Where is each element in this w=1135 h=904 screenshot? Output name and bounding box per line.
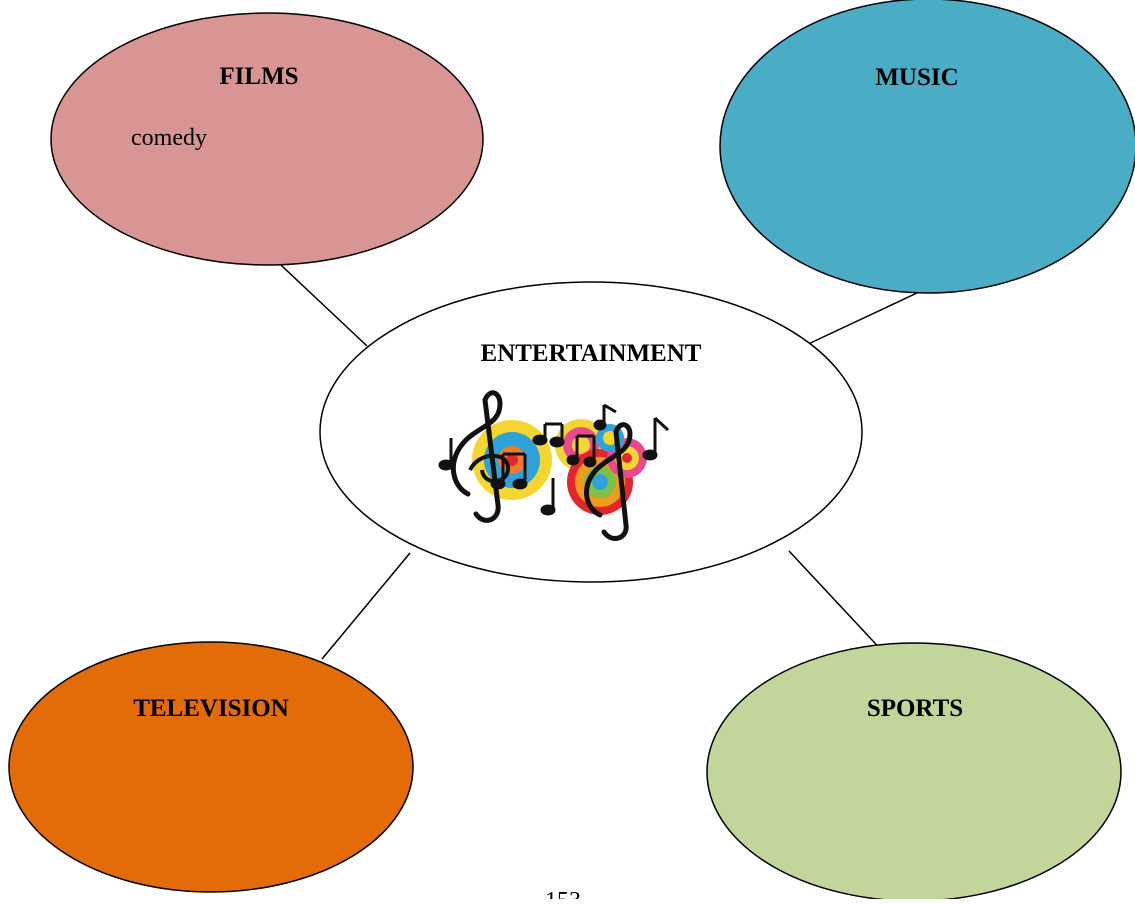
node-television-shape — [8, 641, 414, 893]
node-films-item: comedy — [131, 125, 207, 151]
node-films-shape — [50, 12, 484, 266]
page-number: 153 — [545, 888, 581, 899]
music-notes-icon — [438, 390, 670, 541]
node-entertainment: ENTERTAINMENT — [319, 281, 863, 583]
connector-sports — [788, 550, 888, 657]
node-music-label: MUSIC — [875, 64, 958, 91]
node-music-shape — [719, 0, 1135, 294]
node-entertainment-label: ENTERTAINMENT — [481, 340, 702, 367]
connector-music — [803, 292, 918, 347]
node-television: TELEVISION — [8, 641, 414, 893]
connector-films — [264, 249, 368, 347]
node-music: MUSIC — [719, 0, 1135, 294]
node-television-label: TELEVISION — [133, 695, 289, 722]
node-films: FILMS comedy — [50, 12, 484, 266]
node-sports: SPORTS — [706, 642, 1122, 899]
node-sports-shape — [706, 642, 1122, 899]
node-sports-label: SPORTS — [867, 695, 963, 722]
connector-television — [321, 552, 411, 660]
node-films-label: FILMS — [219, 63, 298, 90]
